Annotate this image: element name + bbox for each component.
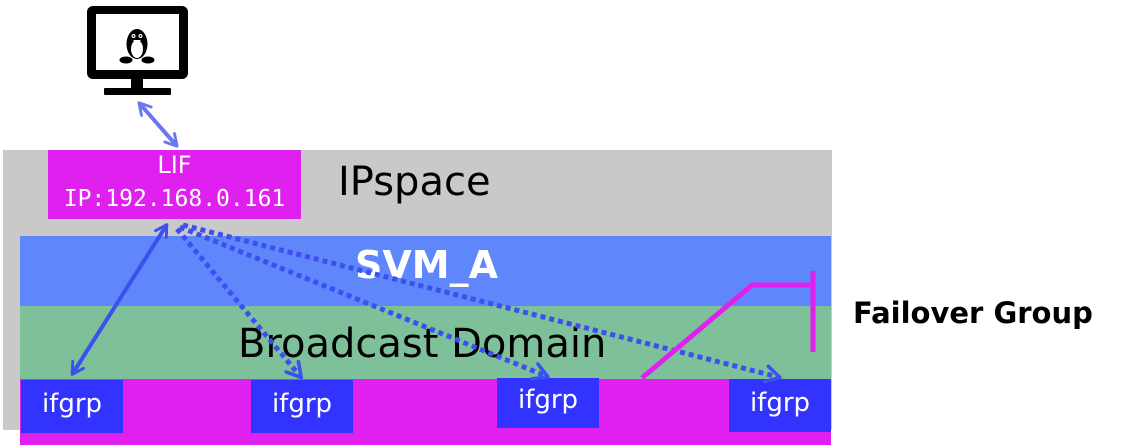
port-ifgrp-2: ifgrp	[251, 380, 353, 433]
lif-port-4-arrow	[182, 222, 782, 384]
failover-group-label: Failover Group	[853, 296, 1093, 330]
linux-monitor-icon	[87, 6, 188, 95]
lif-port-3-arrow	[179, 224, 550, 381]
lif-ip-address: IP:192.168.0.161	[63, 186, 286, 212]
ipspace-label: IPspace	[338, 159, 491, 205]
client-lif-arrow	[137, 101, 179, 148]
failover-group-bracket	[640, 282, 813, 380]
port-ifgrp-4: ifgrp	[729, 379, 831, 432]
lif-title: LIF	[157, 151, 192, 179]
broadcast-domain-label: Broadcast Domain	[238, 321, 607, 367]
port-ifgrp-1: ifgrp	[21, 380, 123, 433]
lif-box: LIF IP:192.168.0.161	[48, 150, 301, 219]
port-strip	[20, 379, 831, 445]
lif-port-2-arrow	[175, 227, 304, 380]
lif-port-1-arrow	[70, 223, 169, 376]
svm-label: SVM_A	[355, 243, 499, 287]
port-ifgrp-3: ifgrp	[497, 378, 599, 428]
